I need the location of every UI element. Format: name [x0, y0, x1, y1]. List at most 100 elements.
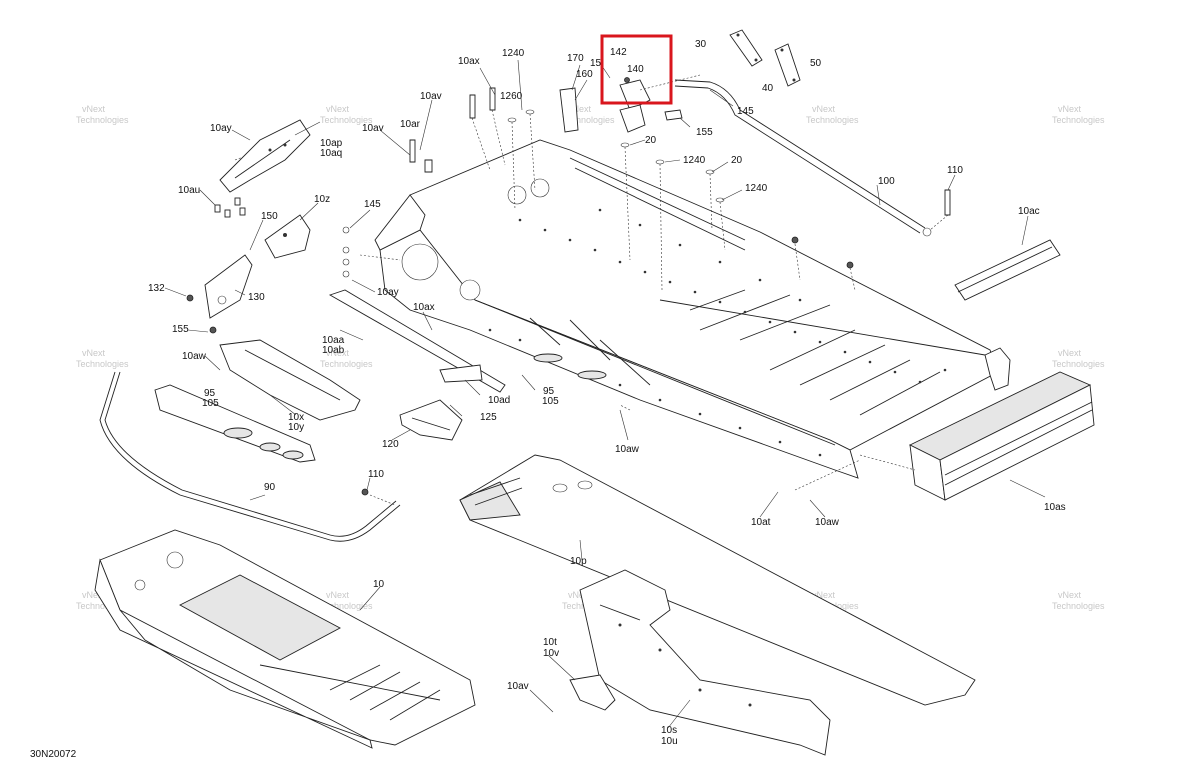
side-cutout — [577, 370, 607, 380]
bracket-130 — [204, 254, 253, 319]
callout-labels: 142 140 30 50 40 170 15 160 145 155 1240… — [148, 39, 1066, 747]
callout-90: 90 — [264, 482, 276, 493]
watermark-line-1: vNext — [812, 590, 836, 600]
callout-10aw: 10aw — [615, 444, 640, 455]
bolt-155 — [209, 326, 217, 334]
callout-10av: 10av — [420, 91, 442, 102]
callout-10aw: 10aw — [815, 517, 840, 528]
watermark-line-1: vNext — [326, 104, 350, 114]
callout-10y: 10y — [288, 422, 304, 433]
callout-155: 155 — [696, 127, 713, 138]
nut — [846, 261, 854, 269]
callout-10ac: 10ac — [1018, 206, 1040, 217]
heat-exchanger-cover-10p — [459, 454, 976, 706]
callout-145: 145 — [737, 106, 754, 117]
watermark-line-2: Technologies — [320, 359, 373, 369]
washer — [620, 142, 630, 148]
watermark-line-2: Technologies — [320, 115, 373, 125]
callout-10: 10 — [373, 579, 385, 590]
bolt — [489, 87, 496, 111]
deck-rib — [859, 371, 941, 416]
nut — [424, 159, 433, 173]
watermark-line-2: Technologies — [1052, 359, 1105, 369]
callout-10av: 10av — [507, 681, 529, 692]
callout-10ay: 10ay — [210, 123, 232, 134]
watermark-line-1: vNext — [1058, 590, 1082, 600]
deck-rivets — [488, 208, 947, 457]
bumper-bar-90 — [99, 371, 401, 542]
watermark-line-2: Technologies — [76, 359, 129, 369]
watermark-line-1: vNext — [326, 590, 350, 600]
callout-20: 20 — [731, 155, 743, 166]
extrusion-face — [939, 384, 1095, 501]
nut — [791, 236, 799, 244]
nut-132 — [186, 294, 194, 302]
callout-10au: 10au — [178, 185, 200, 196]
deck-round-opening — [530, 178, 550, 198]
callout-10ay: 10ay — [377, 287, 399, 298]
callout-10p: 10p — [570, 556, 587, 567]
deck-ribs — [474, 157, 986, 446]
reinforcement-plate-10ac — [954, 239, 1061, 301]
deck-round-opening — [507, 185, 527, 205]
watermark-line-1: vNext — [326, 348, 350, 358]
watermark-line-1: vNext — [82, 104, 106, 114]
drawing-number: 30N20072 — [30, 749, 77, 760]
watermark: vNext Technologies — [76, 590, 129, 611]
cover-port — [552, 483, 568, 493]
callout-10s: 10s — [661, 725, 677, 736]
bolt-110 — [944, 189, 951, 216]
watermark: vNext Technologies — [320, 104, 373, 125]
rail-10ay — [328, 289, 506, 393]
callout-125: 125 — [480, 412, 497, 423]
watermark-line-1: vNext — [568, 590, 592, 600]
arm-10x — [219, 339, 361, 421]
callout-10ar: 10ar — [400, 119, 421, 130]
leader-lines — [164, 59, 1046, 729]
callout-10u: 10u — [661, 736, 678, 747]
callout-155: 155 — [172, 324, 189, 335]
callout-160: 160 — [576, 69, 593, 80]
watermark-line-2: Technologies — [76, 115, 129, 125]
callout-30: 30 — [695, 39, 707, 50]
callout-10at: 10at — [751, 517, 771, 528]
front-bracket-10ap — [219, 119, 311, 193]
extrusion-groove — [944, 409, 1093, 486]
callout-120: 120 — [382, 439, 399, 450]
callout-100: 100 — [878, 176, 895, 187]
side-slot — [569, 319, 611, 361]
small-fasteners-10au — [214, 197, 246, 218]
washer — [525, 109, 535, 115]
side-slot — [599, 339, 651, 386]
callout-10x: 10x — [288, 412, 304, 423]
side-panel-10s — [579, 569, 831, 756]
fasteners-top — [409, 87, 951, 269]
highlight-box — [600, 34, 673, 105]
callout-10aq: 10aq — [320, 148, 342, 159]
callout-10ap: 10ap — [320, 138, 343, 149]
callout-142: 142 — [610, 47, 627, 58]
callout-40: 40 — [762, 83, 774, 94]
watermark: vNext Technologies — [1052, 348, 1105, 369]
plate-95 — [154, 384, 316, 463]
callout-10t: 10t — [543, 637, 557, 648]
callout-1240: 1240 — [502, 48, 525, 59]
callout-10as: 10as — [1044, 502, 1066, 513]
washer — [705, 169, 715, 175]
bolt — [409, 139, 416, 163]
watermark: vNext Technologies — [1052, 590, 1105, 611]
watermark: vNext Technologies — [76, 348, 129, 369]
watermark-line-1: vNext — [812, 104, 836, 114]
bracket-40 — [774, 43, 801, 87]
callout-10ad: 10ad — [488, 395, 510, 406]
callout-1260: 1260 — [500, 91, 523, 102]
watermark-line-2: Technologies — [320, 601, 373, 611]
callout-10av: 10av — [362, 123, 384, 134]
callout-10ax: 10ax — [413, 302, 435, 313]
side-slots — [529, 317, 651, 386]
tube-end — [922, 227, 932, 237]
side-slot — [529, 317, 561, 346]
fasteners-145 — [342, 226, 350, 278]
deck-rib — [569, 157, 746, 241]
